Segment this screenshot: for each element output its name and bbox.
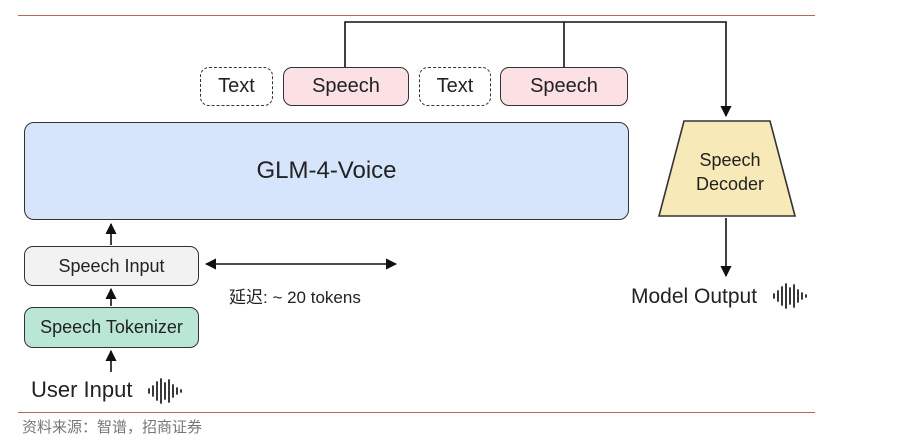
output-token-speech: Speech (500, 67, 628, 106)
glm-4-voice-model: GLM-4-Voice (24, 122, 629, 220)
output-token-text: Text (200, 67, 273, 106)
bottom-rule (18, 412, 815, 413)
latency-label: 延迟: ~ 20 tokens (229, 288, 361, 307)
user-input-label: User Input (31, 377, 133, 402)
speech-input-box: Speech Input (24, 246, 199, 286)
speech-decoder-shape (657, 120, 797, 217)
output-token-text: Text (419, 67, 491, 106)
speech-decoder-line-2: Decoder (695, 174, 765, 194)
speech-tokenizer-box: Speech Tokenizer (24, 307, 199, 348)
model-output-label: Model Output (631, 285, 758, 308)
audio-waveform-icon (148, 378, 182, 404)
speech-feed-line (344, 21, 732, 118)
speech-decoder-line-1: Speech (699, 150, 761, 170)
top-rule (18, 15, 815, 16)
source-note: 资料来源：智谱，招商证券 (22, 418, 203, 436)
output-token-speech: Speech (283, 67, 409, 106)
audio-waveform-icon (773, 283, 807, 309)
speech-decoder-label: Speech Decoder (665, 148, 795, 196)
